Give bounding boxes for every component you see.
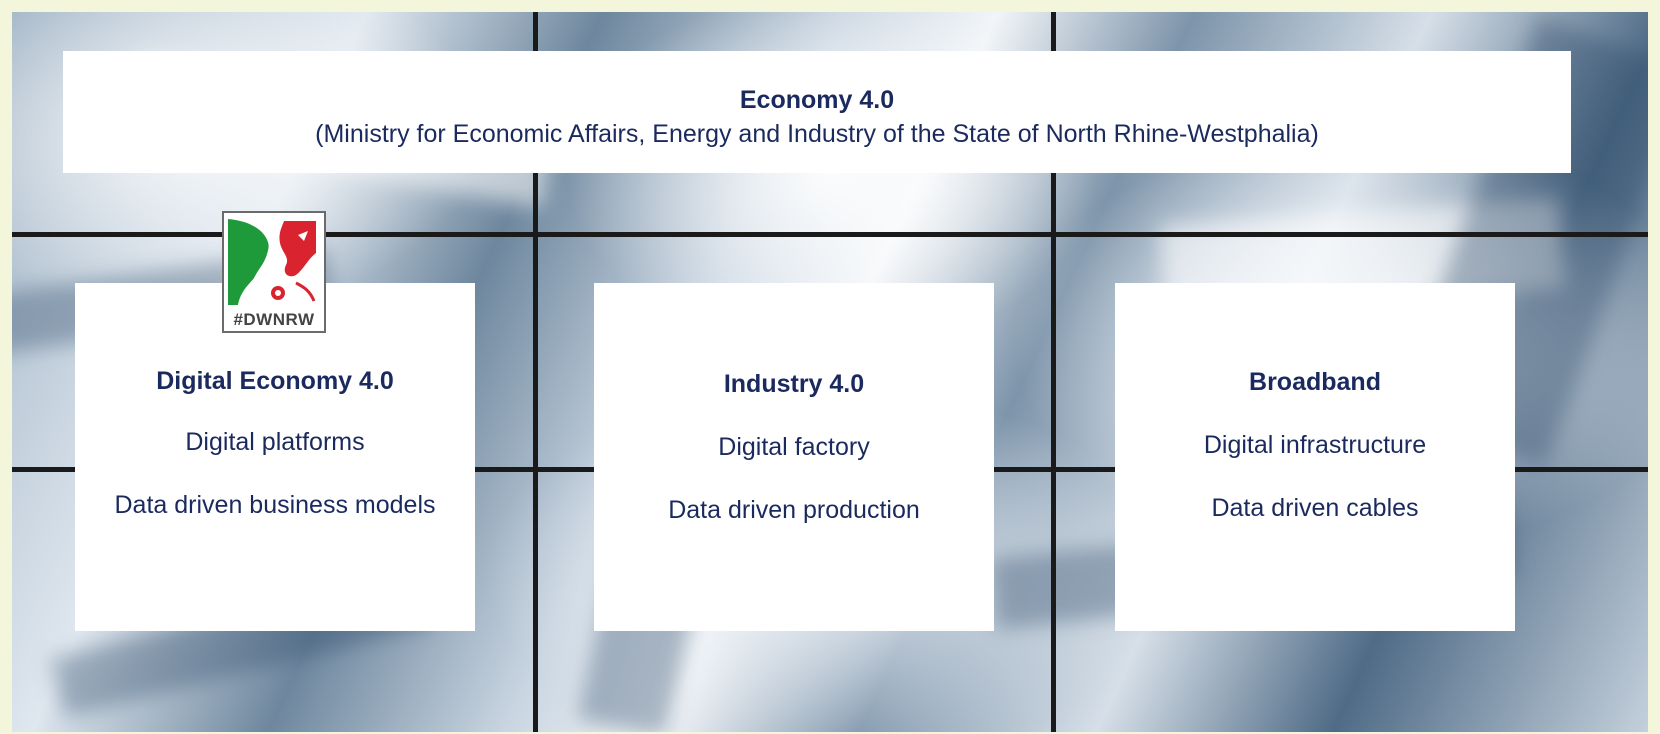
dwnrw-logo: #DWNRW <box>222 211 326 333</box>
box-line: Data driven production <box>668 496 920 524</box>
box-line: Digital platforms <box>185 428 365 456</box>
box-industry: Industry 4.0 Digital factory Data driven… <box>594 283 994 631</box>
box-line: Digital factory <box>718 433 870 461</box>
box-title: Broadband <box>1249 368 1381 396</box>
box-broadband: Broadband Digital infrastructure Data dr… <box>1115 283 1515 631</box>
box-digital-economy: Digital Economy 4.0 Digital platforms Da… <box>75 283 475 631</box>
header-panel: Economy 4.0 (Ministry for Economic Affai… <box>63 51 1571 173</box>
logo-text: #DWNRW <box>233 310 315 329</box>
box-line: Data driven business models <box>114 491 436 519</box>
header-subtitle: (Ministry for Economic Affairs, Energy a… <box>315 120 1319 148</box>
box-title: Digital Economy 4.0 <box>156 367 394 395</box>
nrw-emblem-icon <box>228 219 316 305</box>
box-title: Industry 4.0 <box>723 370 865 398</box>
grid-line-horizontal-1 <box>12 232 1648 237</box>
grid-line-vertical-2 <box>1051 12 1056 732</box>
box-line: Digital infrastructure <box>1203 431 1427 459</box>
header-title: Economy 4.0 <box>739 86 895 114</box>
grid-line-vertical-1 <box>533 12 538 732</box>
box-line: Data driven cables <box>1211 494 1419 522</box>
